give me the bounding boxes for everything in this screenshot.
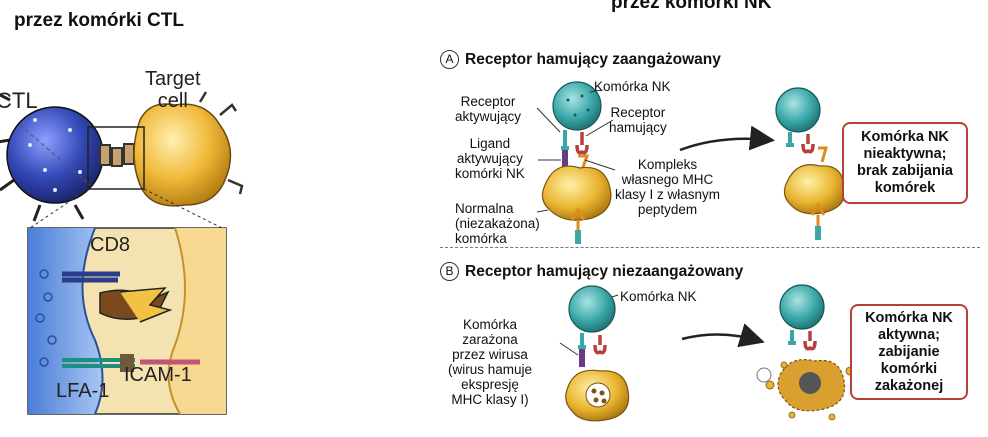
nk-cell-b bbox=[568, 285, 616, 367]
panel-a-diagram bbox=[536, 81, 846, 244]
ctl-title: przez komórki CTL bbox=[14, 10, 184, 31]
panel-b-letter: B bbox=[440, 262, 459, 281]
ctl-label: CTL bbox=[0, 88, 38, 113]
panel-a-heading: A Receptor hamujący zaangażowany bbox=[440, 50, 721, 69]
result-box-a: Komórka NK nieaktywna; brak zabijania ko… bbox=[842, 122, 968, 204]
result-box-b: Komórka NK aktywna; zabijanie komórki za… bbox=[850, 304, 968, 400]
cd8-label: CD8 bbox=[90, 234, 131, 256]
icam1-label: ICAM-1 bbox=[124, 364, 192, 386]
inhibitory-receptor-label: Receptor hamujący bbox=[609, 105, 667, 135]
panel-divider bbox=[440, 247, 980, 248]
ligand-label: Ligand aktywujący komórki NK bbox=[455, 136, 525, 181]
zoom-panel bbox=[27, 227, 227, 415]
nk-cell-a bbox=[552, 81, 602, 131]
nk-title: przez komórki NK bbox=[611, 0, 772, 13]
synapse-molecules bbox=[99, 143, 135, 167]
panel-b-heading: B Receptor hamujący niezaangażowany bbox=[440, 262, 743, 281]
nk-cell-b-result bbox=[779, 284, 825, 351]
activating-receptor-label: Receptor aktywujący bbox=[455, 94, 522, 124]
target-cell-label: Target cell bbox=[145, 68, 201, 112]
normal-cell-label: Normalna (niezakażona) komórka bbox=[455, 201, 540, 246]
target-cell bbox=[133, 91, 244, 207]
nk-cell-label-b: Komórka NK bbox=[620, 289, 697, 304]
panel-a-heading-text: Receptor hamujący zaangażowany bbox=[465, 51, 721, 68]
normal-cell-a-result bbox=[783, 164, 846, 240]
panel-b-heading-text: Receptor hamujący niezaangażowany bbox=[465, 263, 744, 280]
mhc-complex-label: Kompleks własnego MHC klasy I z własnym … bbox=[615, 157, 721, 217]
dying-infected-cell bbox=[756, 359, 860, 421]
infected-cell bbox=[565, 369, 630, 422]
nk-cell-label-a: Komórka NK bbox=[594, 79, 671, 94]
ctl-diagram bbox=[0, 91, 244, 415]
lfa1-label: LFA-1 bbox=[56, 380, 110, 402]
nk-cell-a-result bbox=[775, 87, 821, 154]
ctl-cell bbox=[0, 93, 104, 222]
panel-b-diagram bbox=[559, 284, 860, 422]
normal-cell-a bbox=[541, 165, 612, 221]
panel-a-letter: A bbox=[440, 50, 459, 69]
infected-cell-label: Komórka zarażona przez wirusa (wirus ham… bbox=[448, 317, 533, 407]
zoom-box bbox=[87, 126, 145, 190]
